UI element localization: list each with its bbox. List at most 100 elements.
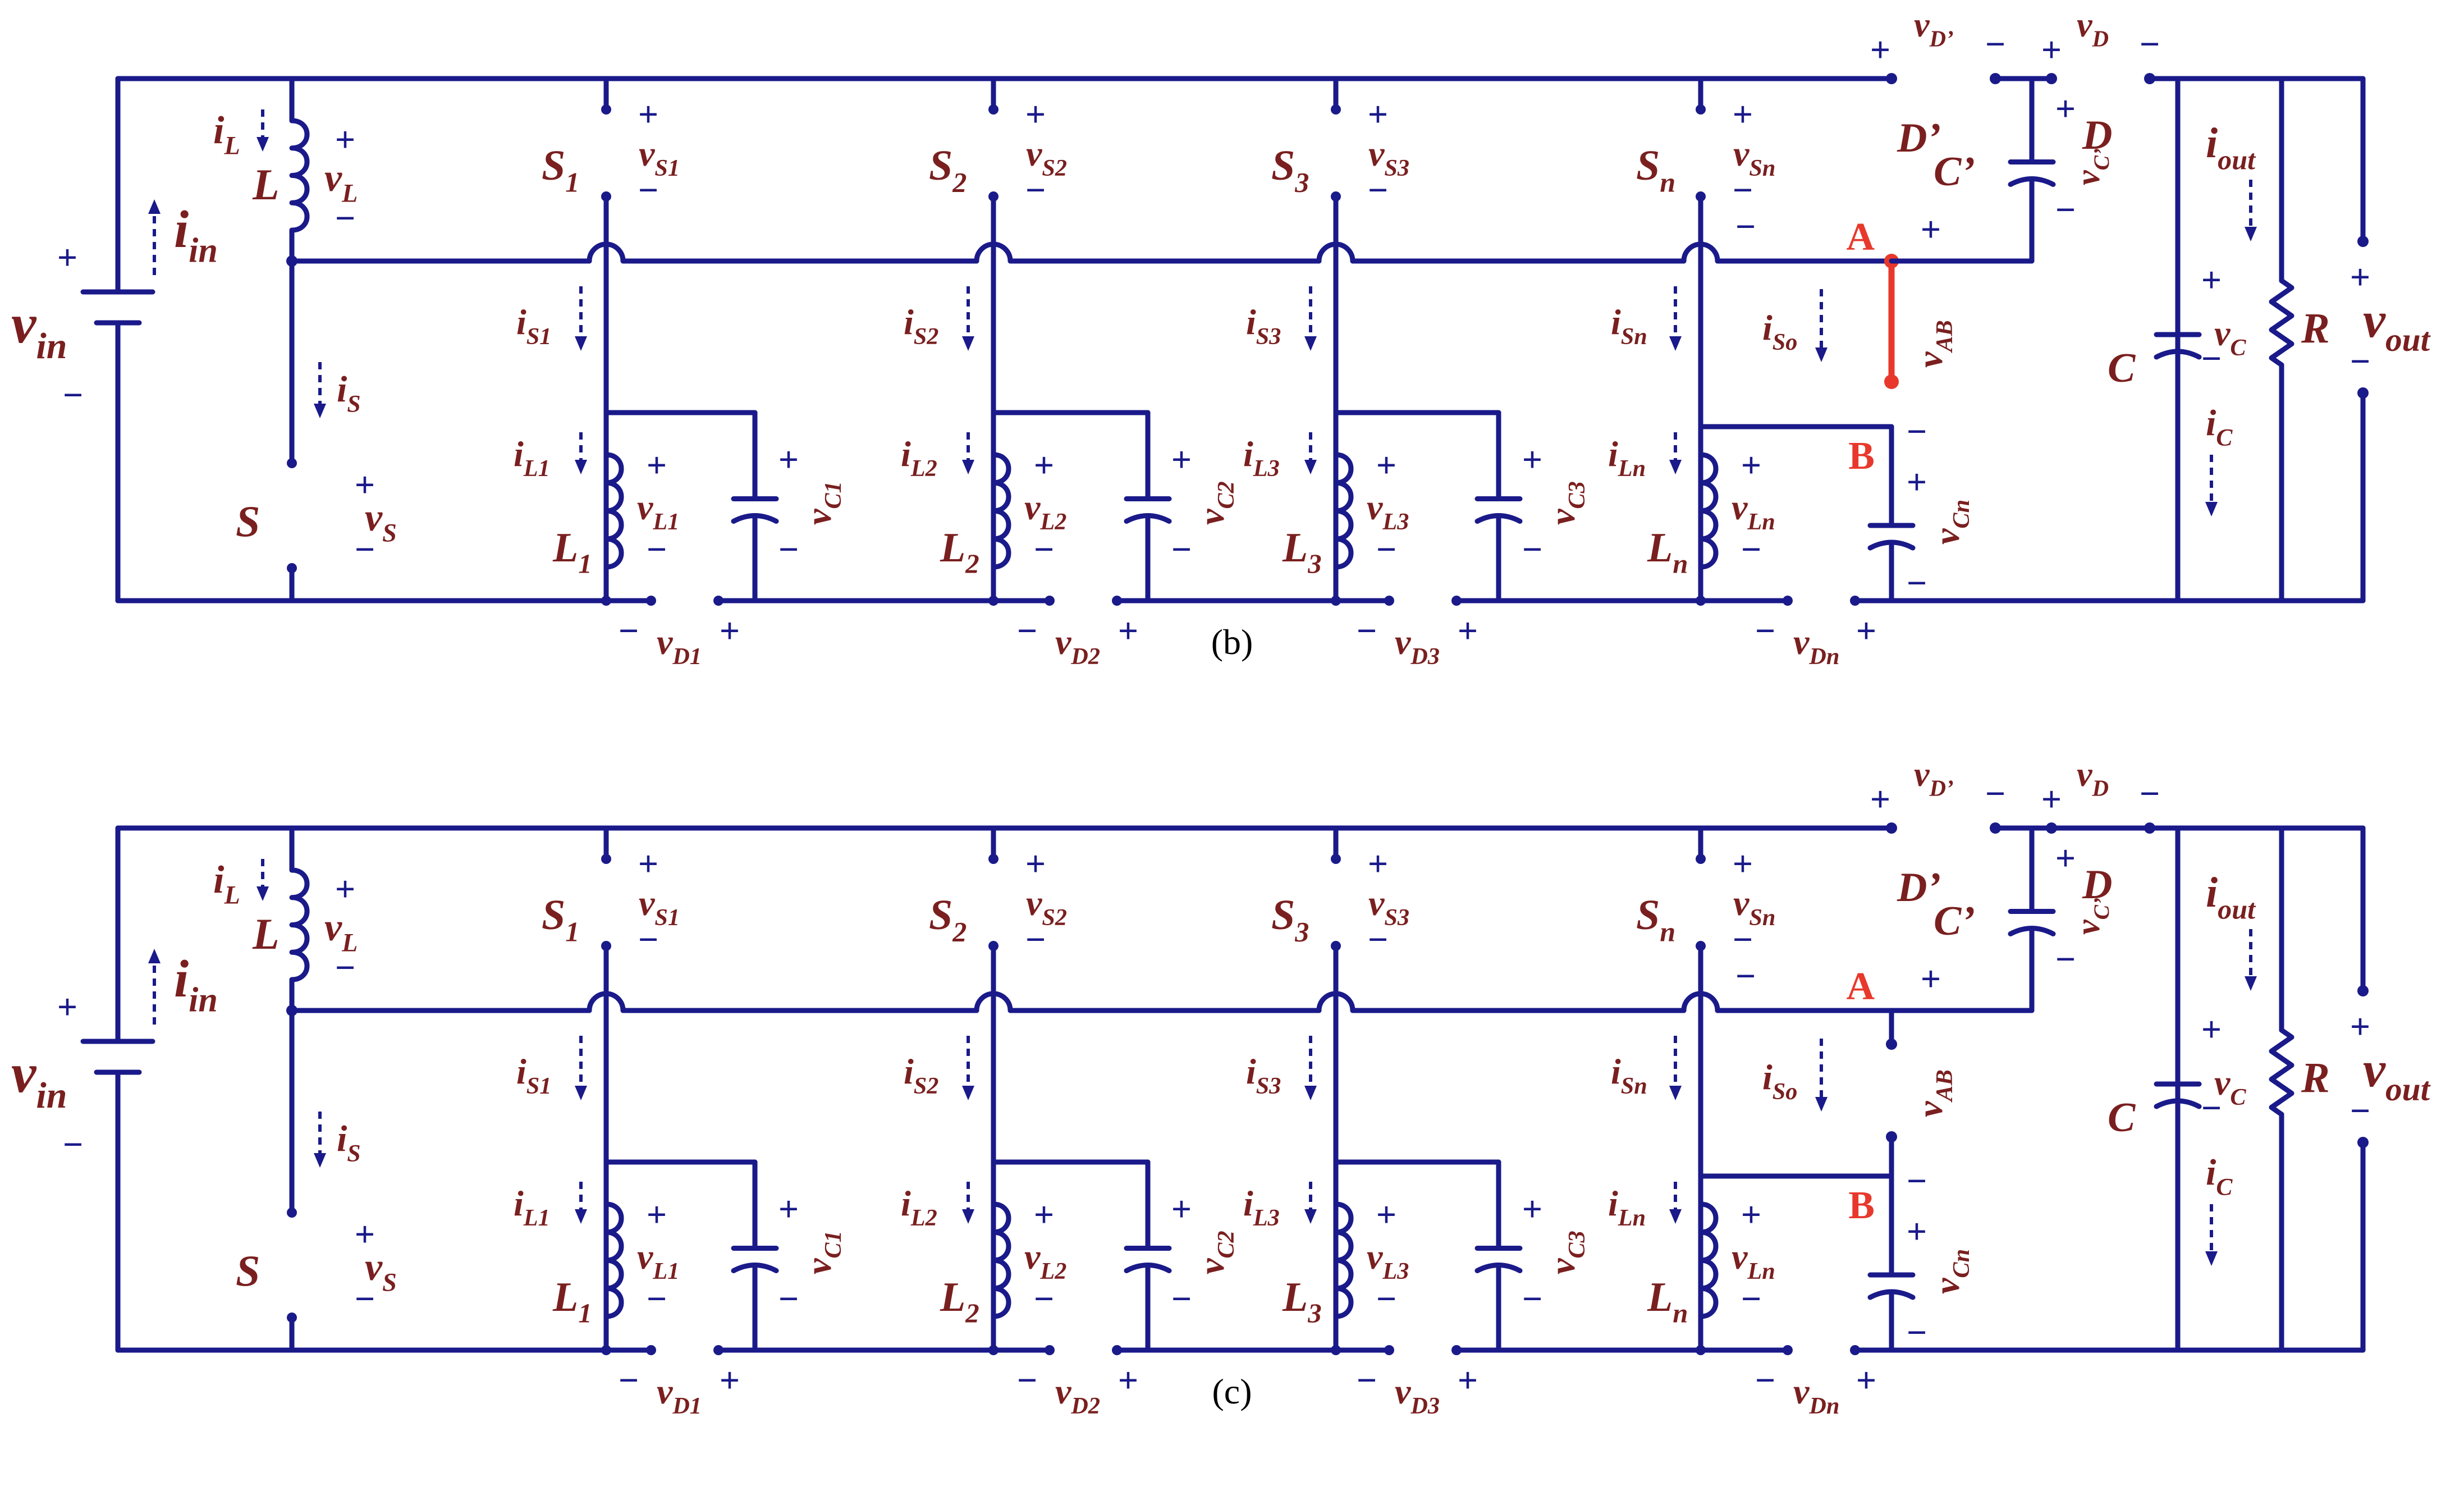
- vDp-minus: −: [1985, 774, 2005, 813]
- iS3-arrow-head: [1304, 336, 1317, 351]
- vSn-label: vSn: [1733, 134, 1775, 181]
- vC3-label: vC3: [1542, 1231, 1590, 1274]
- vC3-label: vC3: [1542, 481, 1590, 525]
- D-label: D: [2082, 112, 2112, 158]
- iout-arrow-head: [2245, 976, 2257, 991]
- vC3-plus: +: [1522, 440, 1542, 479]
- vS2-plus: +: [1025, 844, 1046, 884]
- inductor-L2: [991, 1201, 1011, 1319]
- C-label: C: [2108, 1095, 2136, 1141]
- vL2-minus: −: [1034, 529, 1054, 569]
- vC3-minus: −: [1522, 529, 1542, 569]
- iS2-arrow-head: [962, 336, 974, 351]
- inductor-Ln: [1698, 1201, 1719, 1319]
- iS-label: iS: [337, 1118, 361, 1167]
- iL2-label: iL2: [901, 1183, 937, 1231]
- switch-S2-contact-top: [988, 854, 999, 864]
- vCp-plus: +: [2055, 838, 2076, 878]
- iL1-label: iL1: [514, 1183, 550, 1231]
- iL2-arrow: [962, 1182, 974, 1224]
- vCn-label: vCn: [1927, 500, 1975, 545]
- vSn-minus: −: [1733, 920, 1753, 959]
- switch-S1-contact-top: [601, 104, 611, 115]
- capacitor-C3: [1474, 1159, 1523, 1353]
- vout-label: vout: [2363, 292, 2431, 358]
- node-A-label: A: [1846, 965, 1875, 1008]
- Sn-label: Sn: [1636, 142, 1675, 198]
- vDp-plus: +: [1870, 30, 1890, 70]
- vS3-minus: −: [1368, 920, 1388, 959]
- vS3-plus: +: [1368, 844, 1388, 884]
- vL1-label: vL1: [637, 1237, 679, 1284]
- vCp-plus: +: [2055, 89, 2076, 129]
- diode-Dp-left: [1886, 822, 1897, 834]
- iC-arrow-head: [2205, 1251, 2218, 1266]
- capacitor-C1: [731, 1159, 779, 1353]
- inductor-L: [289, 867, 310, 982]
- vL3-plus: +: [1376, 1195, 1396, 1234]
- vL3-minus: −: [1376, 529, 1396, 569]
- node-A-plus: +: [1921, 959, 1941, 999]
- iSo-arrow: [1815, 289, 1828, 362]
- L1-label: L1: [552, 1274, 592, 1329]
- vL1-plus: +: [647, 1195, 667, 1234]
- vout-minus: −: [2350, 341, 2370, 381]
- vC1-plus: +: [778, 1189, 799, 1229]
- iSo-label: iSo: [1762, 1057, 1797, 1105]
- vC1-plus: +: [778, 440, 799, 479]
- vL1-label: vL1: [637, 487, 679, 535]
- inductor-L3: [1333, 1201, 1354, 1319]
- vC2-label: vC2: [1192, 481, 1239, 525]
- capacitor-C: [2154, 278, 2202, 407]
- vL3-minus: −: [1376, 1279, 1396, 1319]
- S-label: S: [236, 497, 260, 546]
- switch-S1-contact-top: [601, 854, 611, 864]
- vL-label: vL: [324, 906, 358, 957]
- iS1-arrow-head: [575, 336, 587, 351]
- capacitor-Cn: [1867, 463, 1916, 603]
- vout-plus: +: [2350, 1007, 2370, 1046]
- switch-S3-contact-top: [1331, 104, 1341, 115]
- iS1-arrow-head: [575, 1086, 587, 1100]
- vDD2-minus: −: [1017, 1360, 1037, 1400]
- capacitor-C: [2154, 1027, 2202, 1156]
- vD-label: vD: [2077, 756, 2109, 801]
- iLn-arrow: [1669, 1182, 1682, 1224]
- iS2-arrow-head: [962, 1086, 974, 1100]
- iSn-arrow-head: [1669, 1086, 1682, 1100]
- L2-label: L2: [940, 1274, 979, 1329]
- vin-plus: +: [57, 237, 77, 277]
- vL-minus: −: [335, 948, 355, 987]
- iL3-arrow: [1304, 432, 1317, 474]
- iC-label: iC: [2206, 1152, 2233, 1200]
- vDDn-plus: +: [1856, 1360, 1876, 1400]
- vS2-plus: +: [1025, 94, 1046, 134]
- capacitor-C3: [1474, 410, 1523, 603]
- vin-plus: +: [57, 987, 77, 1027]
- switch-S2-contact-top: [988, 104, 999, 115]
- vC-minus: −: [2201, 1088, 2222, 1128]
- iS-arrow-head: [314, 1153, 326, 1168]
- vS2-label: vS2: [1026, 883, 1067, 931]
- iS1-label: iS1: [516, 1051, 551, 1099]
- iin-arrow: [148, 949, 161, 1025]
- vL2-plus: +: [1034, 445, 1054, 485]
- panel-caption: (c): [1212, 1371, 1252, 1411]
- node-B-label: B: [1848, 1184, 1875, 1227]
- vAB-label: vAB: [1910, 1069, 1958, 1117]
- vDD3-label: vD3: [1395, 1371, 1440, 1419]
- S3-label: S3: [1271, 891, 1309, 947]
- Sn-label: Sn: [1636, 891, 1675, 947]
- L2-label: L2: [940, 525, 979, 579]
- iL2-arrow-head: [962, 460, 974, 474]
- vDD3-plus: +: [1458, 1360, 1478, 1400]
- S3-label: S3: [1271, 142, 1309, 198]
- iL3-arrow: [1304, 1182, 1317, 1224]
- vout-plus: +: [2350, 257, 2370, 297]
- vDD2-minus: −: [1017, 611, 1037, 651]
- vCn-plus: +: [1907, 462, 1927, 502]
- vCp-label: vC’: [2069, 148, 2114, 185]
- iL3-label: iL3: [1243, 434, 1280, 482]
- vL2-minus: −: [1034, 1279, 1054, 1319]
